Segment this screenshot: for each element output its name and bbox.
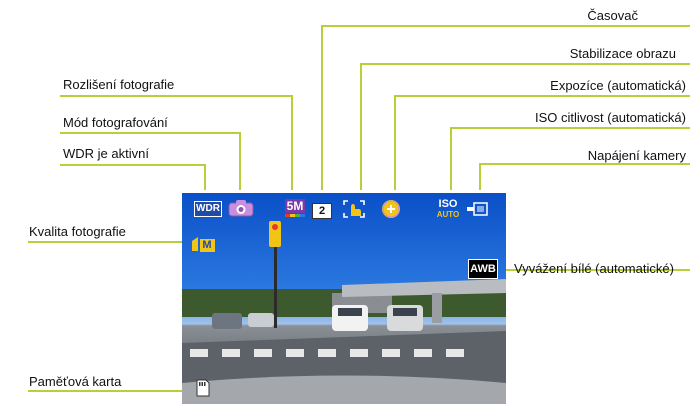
camera-preview-screen: WDR 5M 2 ISO AUTO	[182, 193, 506, 404]
stabilization-icon	[342, 199, 366, 219]
timer-icon: 2	[312, 203, 332, 219]
label-exposure: Expozíce (automatická)	[550, 78, 686, 93]
power-icon	[466, 201, 488, 217]
camera-mode-icon	[228, 199, 254, 217]
leader-power	[479, 163, 690, 190]
quality-icon: M	[190, 235, 216, 253]
iso-icon: ISO AUTO	[436, 198, 460, 219]
label-timer: Časovač	[587, 8, 638, 23]
label-quality: Kvalita fotografie	[29, 224, 126, 239]
wdr-icon: WDR	[194, 201, 222, 217]
label-stabilization: Stabilizace obrazu	[569, 46, 676, 61]
label-photo-mode: Mód fotografování	[63, 115, 168, 130]
label-memory-card: Paměťová karta	[29, 374, 122, 389]
leader-wdr	[60, 164, 206, 190]
exposure-icon	[382, 200, 400, 218]
leader-resolution	[60, 95, 293, 190]
white-balance-icon: AWB	[468, 259, 498, 279]
road-scene	[182, 221, 506, 404]
label-white-balance: Vyvážení bílé (automatické)	[514, 261, 674, 276]
resolution-icon: 5M	[284, 199, 306, 217]
memory-card-icon	[196, 379, 210, 397]
label-power: Napájení kamery	[587, 148, 686, 163]
leader-photo-mode	[60, 132, 241, 190]
label-iso: ISO citlivost (automatická)	[535, 110, 686, 125]
label-wdr: WDR je aktivní	[63, 146, 149, 161]
label-resolution: Rozlišení fotografie	[63, 77, 175, 92]
